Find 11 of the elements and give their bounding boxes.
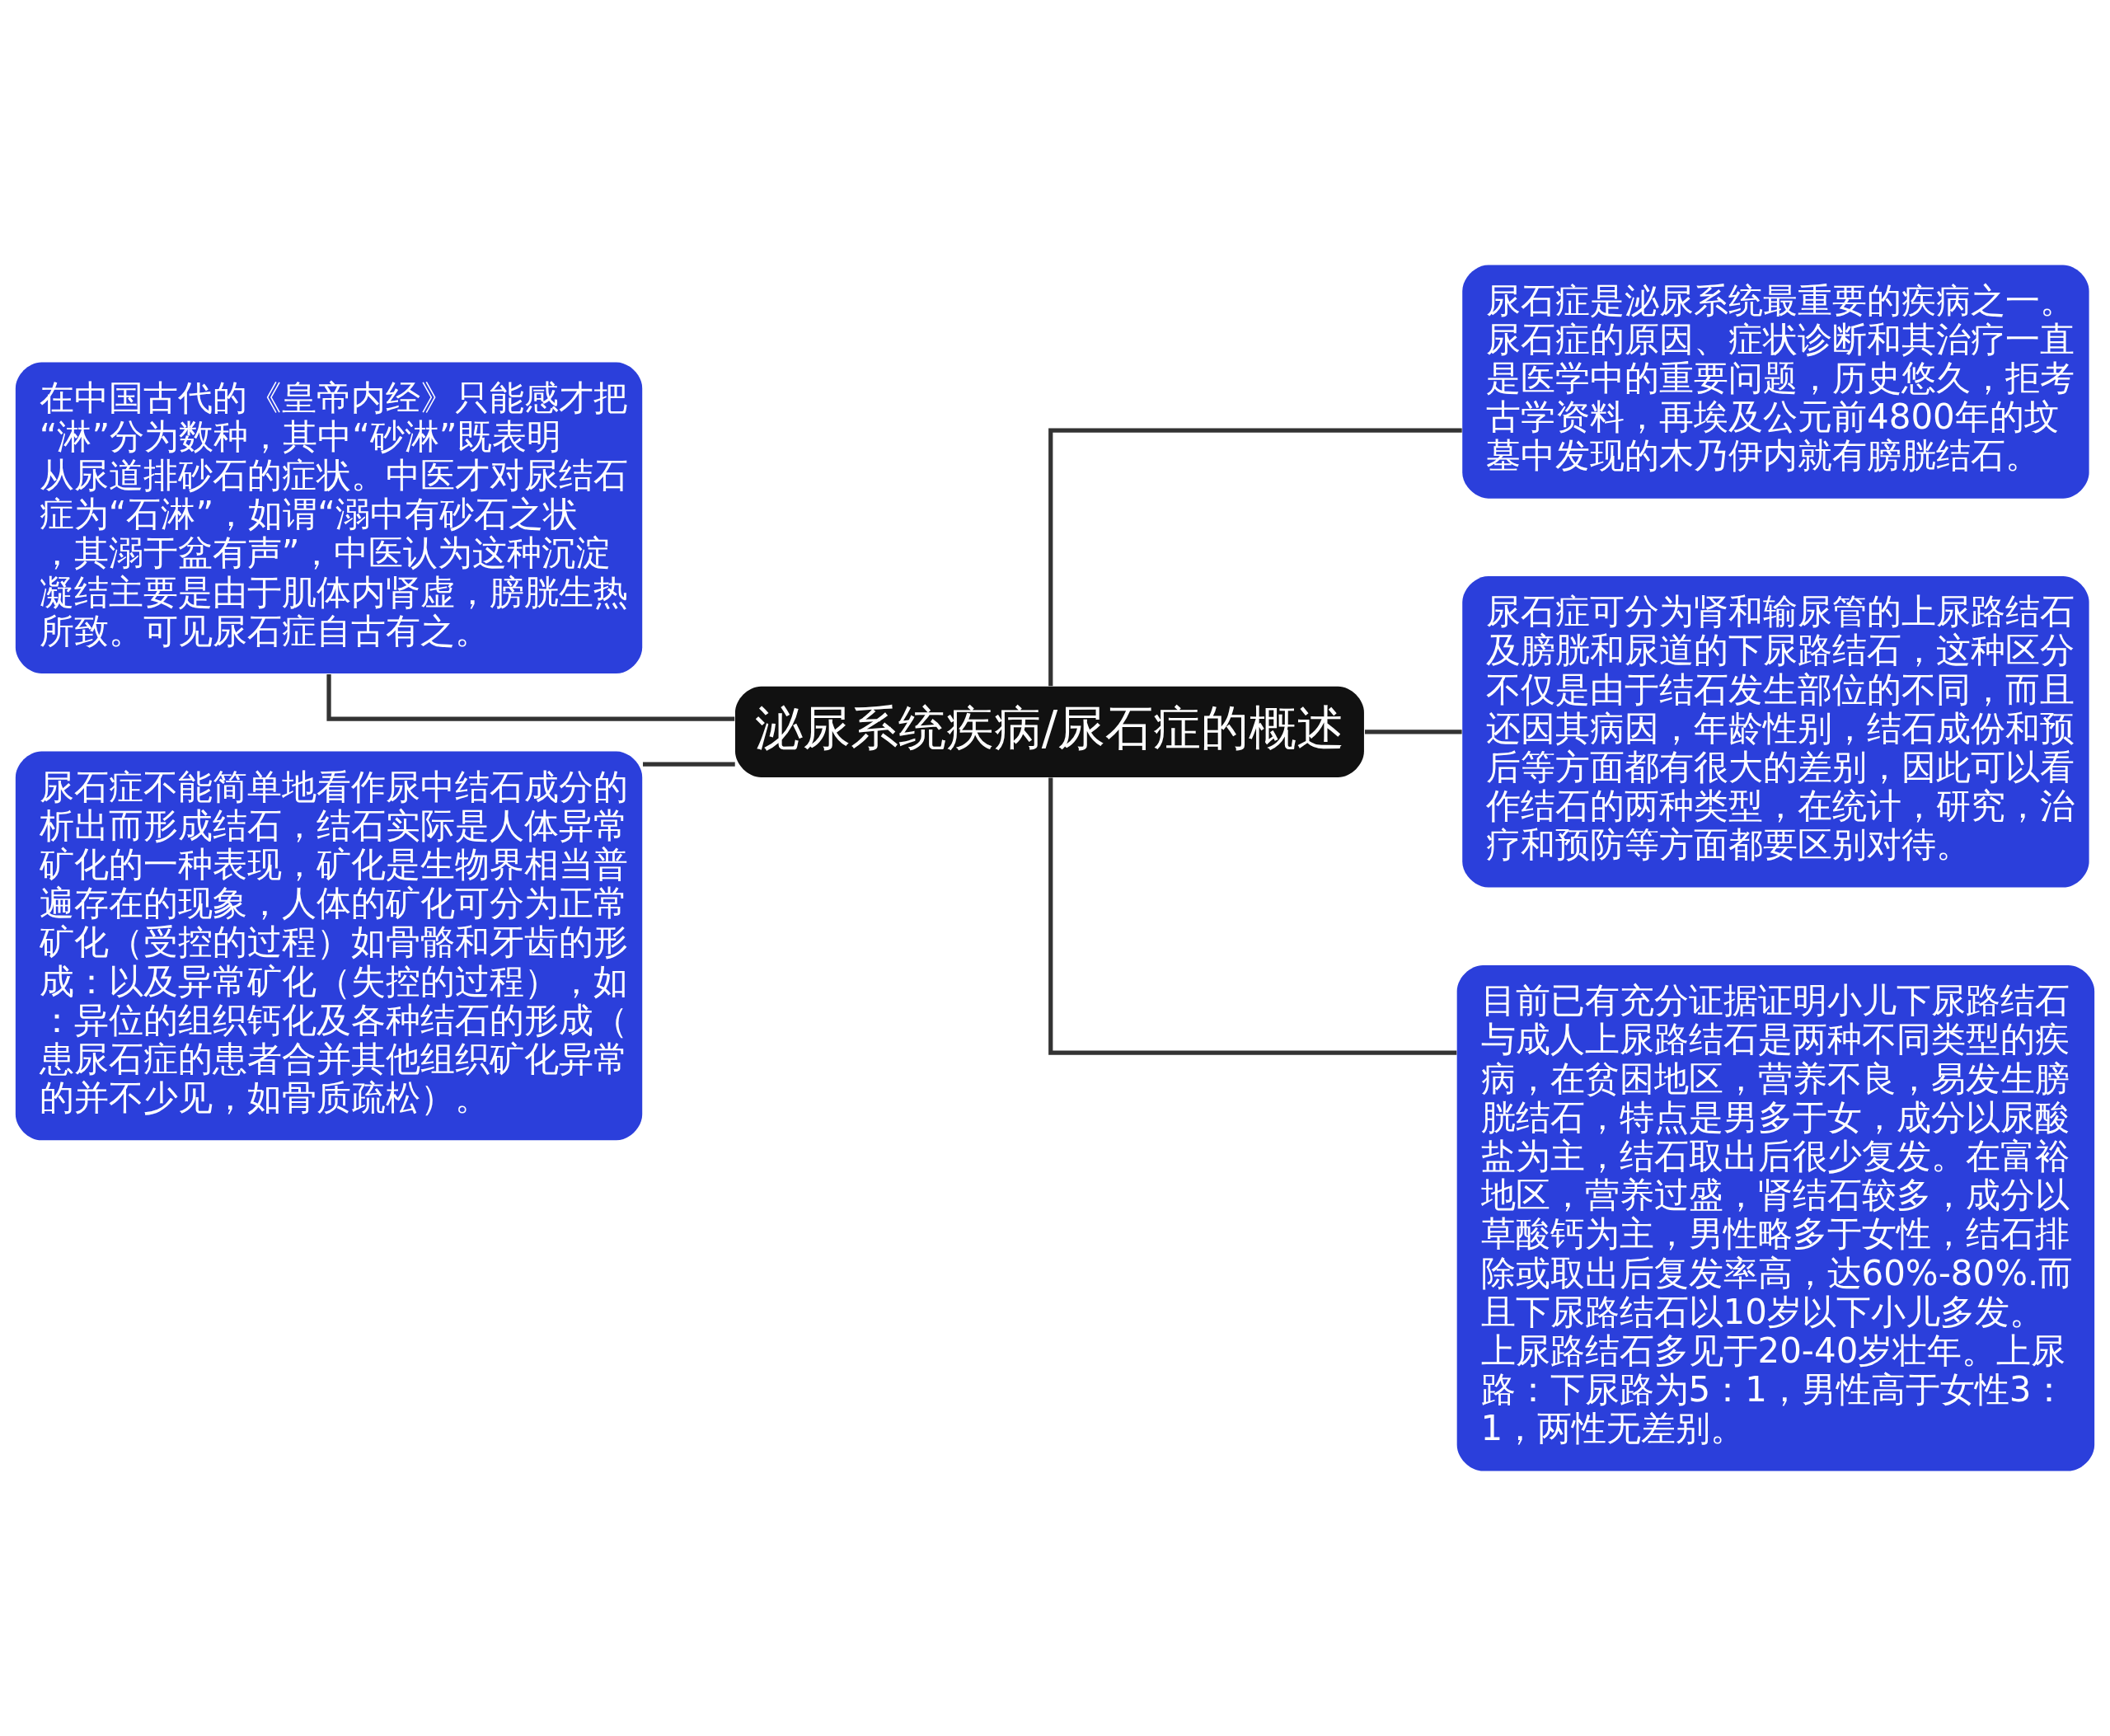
connector: [643, 762, 735, 767]
node-box: 尿石症是泌尿系统最重要的疾病之一。尿石症的原因、症状诊断和其治疗一直是医学中的重要问题，历史悠久，拒考古学资料，再埃及公元前4800年的坟墓中发现的木乃伊内就有膀胱结石。: [1462, 265, 2089, 499]
node-box: 在中国古代的《皇帝内经》只能感才把“淋”分为数种，其中“砂淋”既表明从尿道排砂石的症状。中医才对尿结石症为“石淋”，如谓“溺中有砂石之状，其溺于盆有声”，中医认为这种沉淀凝结主要是由于肌体内肾虚，膀胱生热所致。可见尿石症自古有之。: [15, 362, 643, 674]
connector: [1048, 777, 1457, 1055]
node-box: 目前已有充分证据证明小儿下尿路结石与成人上尿路结石是两种不同类型的疾病，在贫困地区，营养不良，易发生膀胱结石，特点是男多于女，成分以尿酸盐为主，结石取出后很少复发。在富裕地区，营养过盛，肾结石较多，成分以草酸钙为主，男性略多于女性，结石排除或取出后复发率高，达60%-80%.而且下尿路结石以10岁以下小儿多发。上尿路结石多见于20-40岁壮年。上尿路：下尿路为5：1，男性高于女性3：1，两性无差别。: [1456, 965, 2095, 1471]
node-box: 泌尿系统疾病/尿石症的概述: [734, 686, 1364, 777]
connector: [326, 673, 735, 721]
connector: [1048, 428, 1462, 687]
node-box: 尿石症不能简单地看作尿中结石成分的析出而形成结石，结石实际是人体异常矿化的一种表现，矿化是生物界相当普遍存在的现象，人体的矿化可分为正常矿化（受控的过程）如骨骼和牙齿的形成：以及异常矿化（失控的过程），如：异位的组织钙化及各种结石的形成（患尿石症的患者合并其他组织矿化异常的并不少见，如骨质疏松）。: [15, 751, 643, 1141]
node-box: 尿石症可分为肾和输尿管的上尿路结石及膀胱和尿道的下尿路结石，这种区分不仅是由于结石发生部位的不同，而且还因其病因，年龄性别，结石成份和预后等方面都有很大的差别，因此可以看作结石的两种类型，在统计，研究，治疗和预防等方面都要区别对待。: [1462, 576, 2089, 888]
connector: [1365, 730, 1462, 734]
